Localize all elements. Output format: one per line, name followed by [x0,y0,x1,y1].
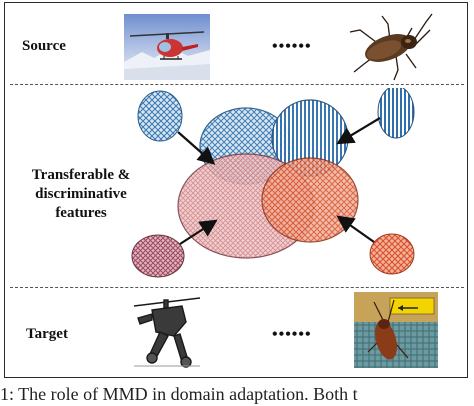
source-domain-small-right [377,88,415,139]
features-label: Transferable & discriminative features [31,167,131,221]
arrow-source-right [336,117,381,145]
source-helicopter-image [124,14,210,80]
target-ellipsis: •••••• [272,326,312,343]
divider-top [10,84,464,85]
target-label: Target [26,326,68,342]
target-feature-ellipse-right [261,157,359,243]
feature-distribution-diagram [131,88,415,278]
source-label: Source [22,38,66,54]
source-cockroach-image [346,12,434,82]
source-ellipsis: •••••• [272,38,312,55]
arrow-source-left [177,131,216,165]
arrow-target-left [179,219,218,245]
arrow-target-right [336,215,375,243]
divider-bottom [10,287,464,288]
target-domain-small-left [131,234,185,278]
figure-frame [4,2,468,378]
source-domain-small-left [137,90,183,142]
figure-caption: 1: The role of MMD in domain adaptation.… [0,384,358,404]
target-helicopter-image [130,292,204,370]
target-domain-small-right [369,233,415,275]
target-cockroach-image [354,292,438,368]
